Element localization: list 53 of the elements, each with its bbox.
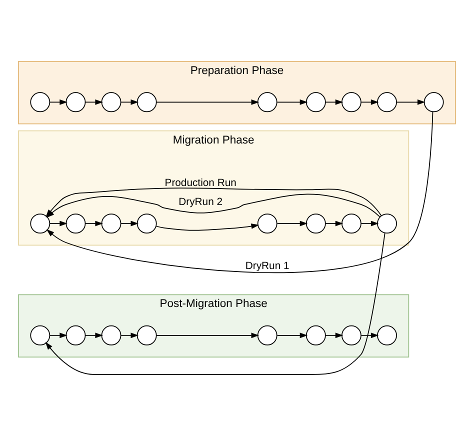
node-circle: [257, 325, 278, 346]
node-circle: [341, 92, 362, 112]
arrow: [156, 332, 260, 338]
node-circle: [424, 92, 444, 112]
arrow: [360, 332, 379, 338]
arrow: [325, 332, 344, 338]
arrow: [360, 99, 379, 105]
arrow: [156, 99, 260, 105]
node-circle: [66, 214, 86, 234]
node-circle: [136, 325, 157, 346]
node-circle: [306, 214, 326, 234]
node-circle: [66, 325, 86, 346]
arrow: [156, 224, 260, 231]
arrow: [50, 99, 68, 105]
node-circle: [377, 92, 397, 112]
node-circle: [257, 214, 278, 234]
arrow: [276, 220, 308, 226]
node-circle: [341, 325, 362, 346]
node-circle: [306, 325, 326, 346]
node-circle: [66, 92, 86, 112]
node-circle: [341, 214, 362, 234]
node-circle: [306, 92, 326, 112]
arrow: [85, 332, 103, 338]
node-circle: [30, 214, 50, 234]
node-circle: [30, 325, 50, 346]
arrow: [120, 99, 139, 105]
node-circle: [101, 325, 122, 346]
arrow: [50, 220, 68, 226]
arrow: [85, 220, 104, 226]
edge-label: Production Run: [164, 178, 236, 189]
edge-label: DryRun 1: [245, 261, 290, 272]
arrow: [276, 332, 308, 338]
cluster: Preparation Phase: [18, 60, 456, 124]
cluster: Post-Migration Phase: [18, 294, 410, 358]
arrow: [360, 220, 379, 226]
node-circle: [136, 92, 157, 112]
edge-label: DryRun 2: [178, 196, 223, 208]
arrow: [120, 220, 139, 226]
arrow: [45, 232, 386, 375]
node-circle: [101, 92, 122, 112]
arrow: [276, 99, 308, 105]
arrow: [120, 332, 139, 338]
arrow: [325, 220, 344, 226]
node-circle: [377, 214, 397, 234]
arrow: [50, 332, 68, 338]
node-circle: [257, 92, 278, 112]
node-circle: [30, 92, 50, 112]
arrow: [396, 99, 426, 105]
node-circle: [377, 325, 397, 346]
arrow: [85, 99, 104, 105]
arrow: [325, 99, 344, 105]
node-circle: [101, 214, 122, 234]
node-circle: [136, 214, 157, 234]
